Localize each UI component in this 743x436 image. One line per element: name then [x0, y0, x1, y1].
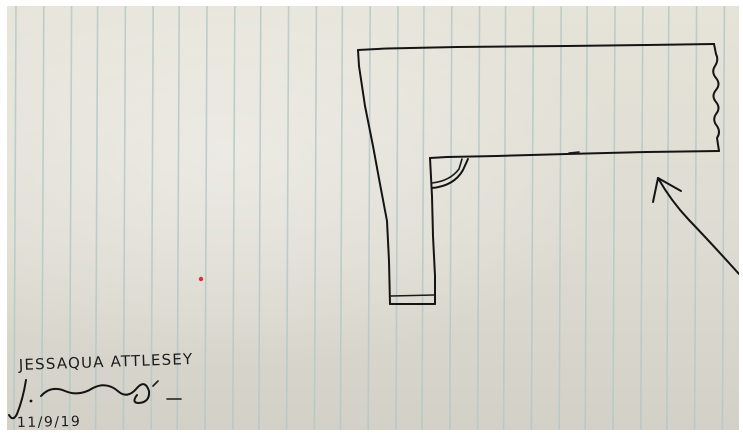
lined-paper: JESSAQUA ATTLESEY 11/9/19	[7, 6, 739, 430]
bracket-foot-line	[391, 295, 434, 296]
arrow-shaft	[658, 178, 739, 274]
gusset-arc	[432, 159, 468, 188]
rule-line	[287, 6, 289, 430]
rule-line	[478, 6, 480, 430]
bracket-drawing	[358, 44, 719, 304]
rule-line	[531, 6, 533, 430]
sketch-date: 11/9/19	[17, 414, 82, 430]
bracket-left-edge	[358, 50, 390, 304]
author-name: JESSAQUA ATTLESEY	[18, 350, 194, 374]
bracket-inner-edge	[430, 158, 435, 304]
rule-line	[695, 6, 697, 430]
signature-j-stroke	[9, 380, 26, 418]
rule-line	[450, 6, 452, 430]
shelf-tick	[569, 152, 579, 153]
rule-line	[259, 6, 261, 430]
rule-line	[667, 6, 669, 430]
arrow-head-left	[653, 178, 658, 202]
handwritten-annotation: JESSAQUA ATTLESEY 11/9/19	[9, 350, 194, 430]
rule-line	[722, 6, 724, 430]
rule-line	[233, 6, 235, 430]
sketch-canvas: JESSAQUA ATTLESEY 11/9/19	[7, 6, 739, 430]
rule-line	[613, 6, 615, 430]
rule-line	[641, 6, 643, 430]
signature-dot	[30, 400, 33, 403]
gusset-arc-inner	[432, 159, 462, 183]
rule-line	[559, 6, 561, 430]
rule-line	[368, 6, 370, 430]
red-dot	[199, 277, 203, 281]
rule-line	[585, 6, 587, 430]
bracket-top-edge	[358, 44, 714, 50]
rule-line	[314, 6, 316, 430]
rule-line	[396, 6, 398, 430]
rule-line	[205, 6, 207, 430]
rule-line	[504, 6, 506, 430]
rule-line	[14, 6, 16, 430]
bracket-break-edge	[713, 44, 719, 151]
signature-tick	[153, 381, 158, 386]
rule-line	[340, 6, 342, 430]
rule-line	[422, 6, 424, 430]
